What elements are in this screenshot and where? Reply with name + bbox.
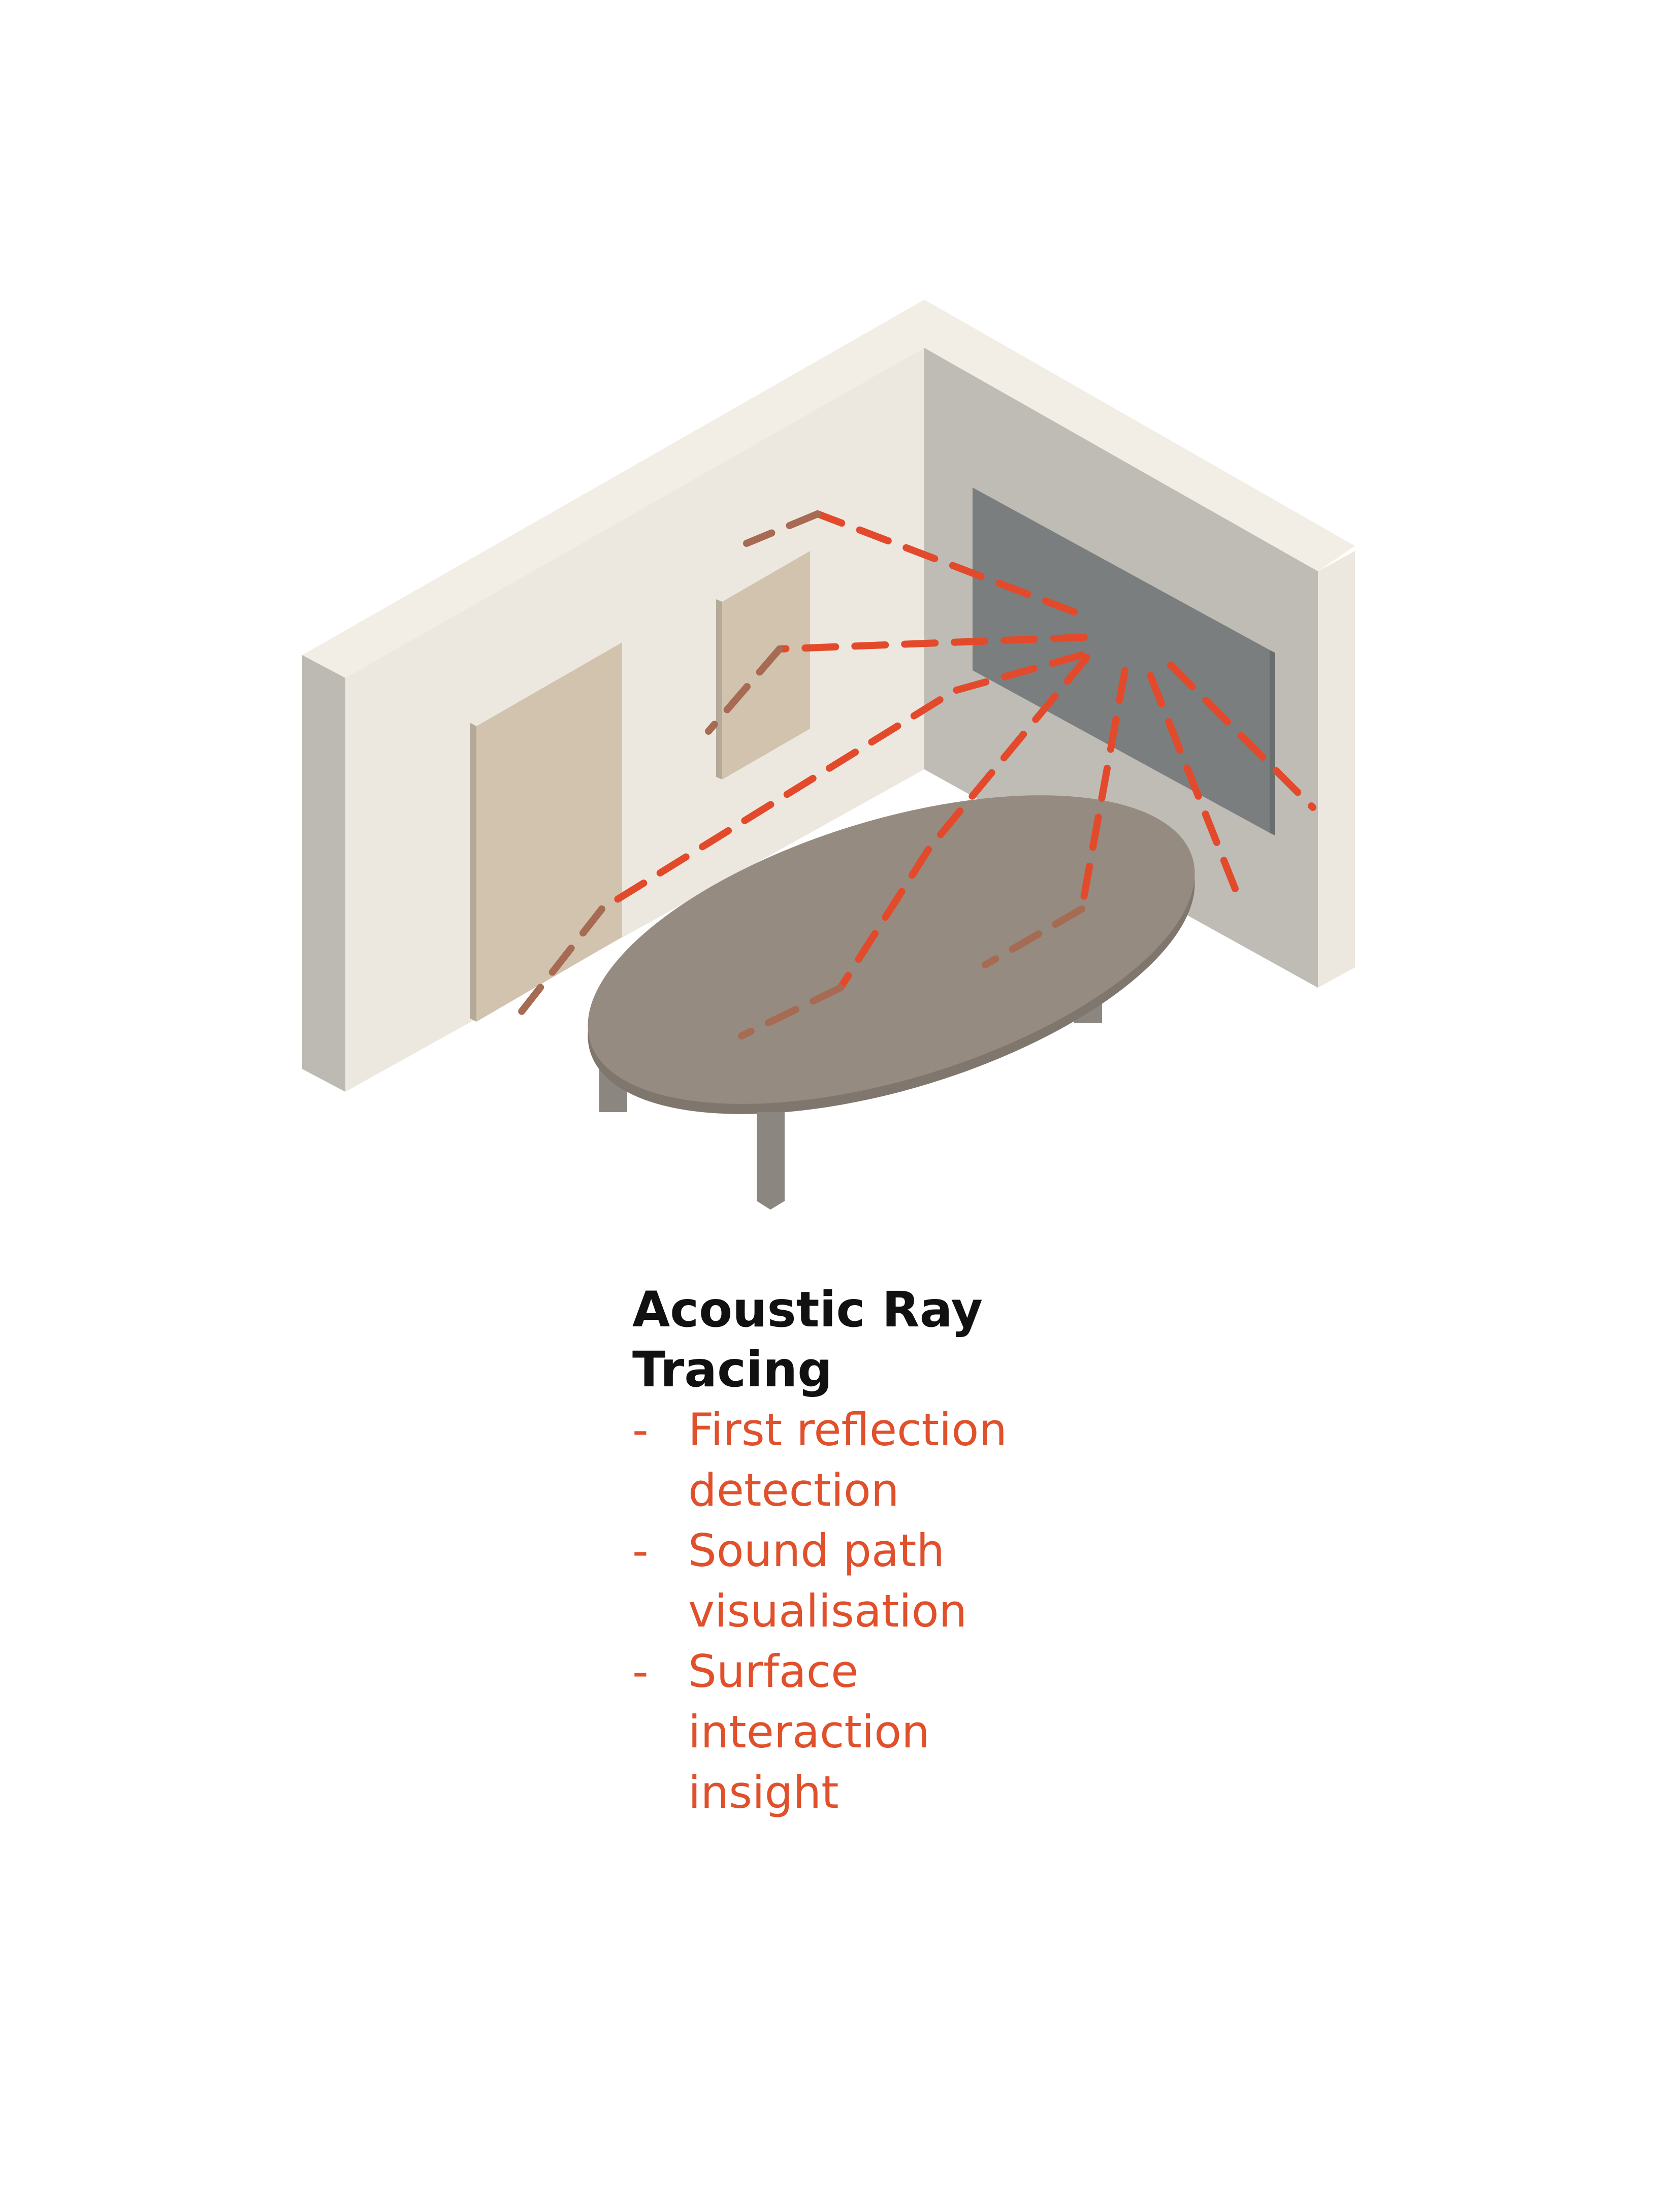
- reflection-3: [507, 905, 605, 1029]
- bullet-dash: -: [632, 1524, 649, 1577]
- feature-item-line-1: First reflection: [688, 1404, 1008, 1456]
- ray-path-5: [1078, 667, 1128, 913]
- feature-item-line-1: Sound path: [688, 1524, 945, 1577]
- feature-item-line-2: interaction: [688, 1706, 930, 1758]
- right-wall-top: [924, 300, 1355, 571]
- caption-title: Acoustic Ray Tracing: [632, 1280, 1394, 1400]
- ray-path-1: [814, 510, 1078, 615]
- feature-item-sound-path: - Sound path visualisation: [632, 1520, 1394, 1641]
- right-wall-end: [1318, 551, 1355, 988]
- feature-item-line-1: Surface: [688, 1645, 859, 1698]
- bullet-dash: -: [632, 1404, 649, 1456]
- ray-path-2: [776, 634, 1088, 653]
- feature-list: - First reflection detection - Sound pat…: [632, 1400, 1394, 1823]
- ray-paths: [507, 510, 1316, 1039]
- bullet-dash: -: [632, 1645, 649, 1698]
- feature-item-line-3: insight: [688, 1766, 839, 1818]
- left-wall-top: [302, 300, 924, 678]
- reflection-4: [738, 984, 844, 1039]
- caption-title-line-1: Acoustic Ray: [632, 1281, 983, 1338]
- ray-path-7: [1167, 662, 1316, 811]
- ray-path-6: [1147, 672, 1243, 902]
- feature-item-first-reflection: - First reflection detection: [632, 1400, 1394, 1520]
- reflection-1: [743, 510, 821, 547]
- feature-item-line-2: visualisation: [688, 1585, 967, 1637]
- left-wall-end: [302, 655, 345, 1092]
- feature-item-surface-interaction: - Surface interaction insight: [632, 1641, 1394, 1823]
- ray-path-3: [598, 652, 1085, 913]
- caption-title-line-2: Tracing: [632, 1341, 832, 1398]
- ray-path-4: [837, 654, 1090, 991]
- reflection-5: [982, 905, 1085, 968]
- wall-screen-icon: [973, 488, 1275, 835]
- feature-item-line-2: detection: [688, 1464, 899, 1516]
- caption: Acoustic Ray Tracing - First reflection …: [632, 1280, 1394, 1823]
- reflection-2: [705, 645, 783, 735]
